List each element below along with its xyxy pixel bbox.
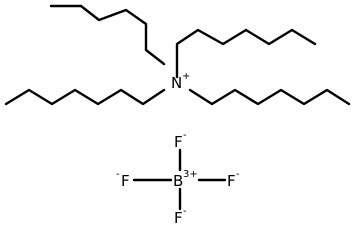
pentyl-chain-lower-right <box>188 88 351 106</box>
boron-charge-label: 3+ <box>183 169 198 180</box>
pentyl-chain-upper-left <box>49 4 166 66</box>
tetrafluoroborate-anion: B 3+ F - - F F - F - <box>116 130 240 227</box>
fluorine-right-charge: - <box>236 169 240 180</box>
nitrogen-atom-label: N <box>171 74 182 92</box>
chemical-structure-diagram: N + B 3+ F - - F F - F - <box>4 4 351 227</box>
fluorine-left-charge: - <box>116 169 120 180</box>
fluorine-bottom-label: F <box>174 209 183 227</box>
fluorine-bottom-charge: - <box>183 206 187 217</box>
fluorine-top-label: F <box>174 133 183 151</box>
pentyl-chain-lower-left <box>4 88 166 106</box>
pentyl-chain-upper-right <box>175 28 317 79</box>
boron-atom-label: B <box>173 172 183 190</box>
tetrapentylammonium-cation: N + <box>4 4 351 106</box>
fluorine-right-label: F <box>227 172 236 190</box>
nitrogen-charge-label: + <box>182 71 190 82</box>
fluorine-top-charge: - <box>183 130 187 141</box>
fluorine-left-label: F <box>121 172 130 190</box>
